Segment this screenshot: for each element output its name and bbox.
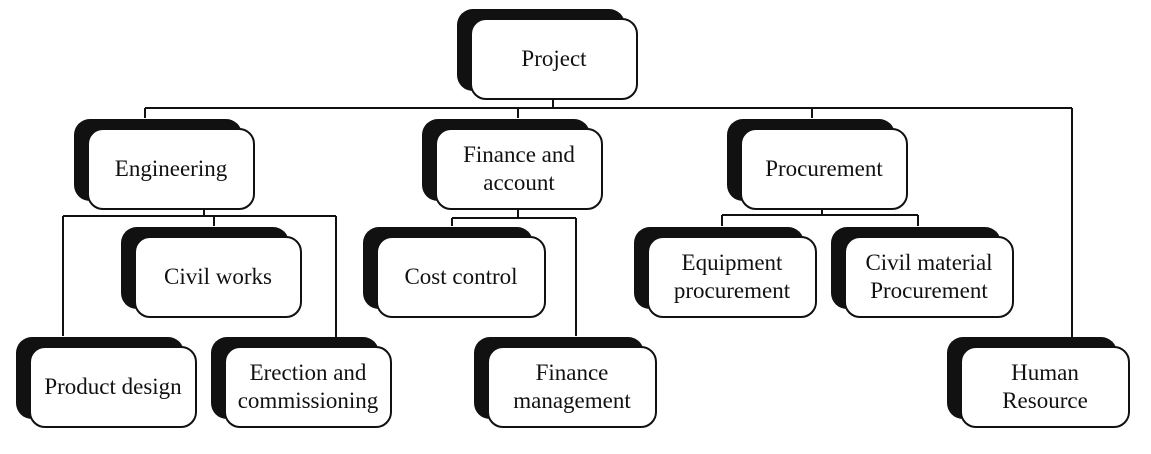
node-product-design-label: Product design (44, 374, 182, 399)
node-project: Project (470, 18, 638, 100)
node-human-resource: Human Resource (960, 346, 1130, 428)
node-project-label: Project (521, 46, 587, 71)
node-erection-commissioning-label: Erection and commissioning (237, 360, 379, 413)
node-cost-control: Cost control (376, 236, 546, 318)
node-finance-account: Finance and account (435, 128, 603, 210)
node-cost-control-label: Cost control (404, 264, 518, 289)
node-procurement: Procurement (740, 128, 908, 210)
node-civil-works: Civil works (134, 236, 302, 318)
node-finance-management-label: Finance management (513, 360, 631, 413)
node-civil-material-procurement-label: Civil material Procurement (865, 250, 993, 303)
node-procurement-label: Procurement (765, 156, 883, 181)
node-engineering-label: Engineering (114, 156, 228, 181)
node-finance-account-label: Finance and account (463, 142, 575, 195)
node-equipment-procurement-label: Equipment procurement (673, 250, 791, 303)
node-finance-management: Finance management (487, 346, 657, 428)
node-civil-works-label: Civil works (164, 264, 272, 289)
node-human-resource-label: Human Resource (1002, 360, 1088, 413)
node-civil-material-procurement: Civil material Procurement (844, 236, 1014, 318)
node-erection-commissioning: Erection and commissioning (224, 346, 392, 428)
node-engineering: Engineering (87, 128, 255, 210)
node-product-design: Product design (29, 346, 197, 428)
node-equipment-procurement: Equipment procurement (647, 236, 817, 318)
